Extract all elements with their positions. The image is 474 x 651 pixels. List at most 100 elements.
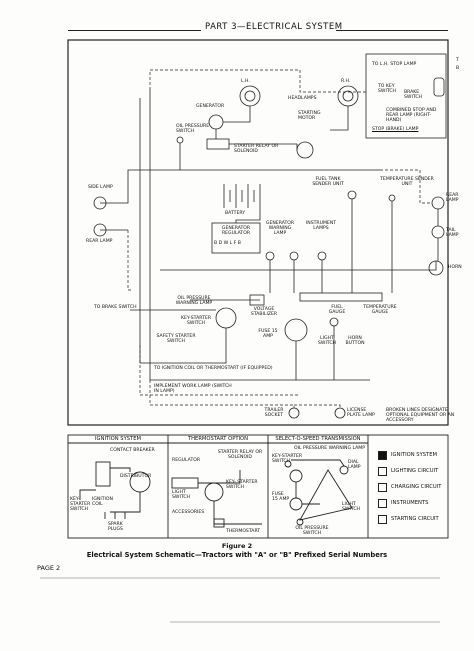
implement-work-lamp-label: IMPLEMENT WORK LAMP (SWITCH IN LAMP)	[154, 384, 232, 395]
rear-lamp-right-symbol	[431, 196, 445, 210]
starter-relay-symbol	[206, 138, 230, 150]
gauge-connector-bar	[299, 292, 383, 302]
schematic-border	[67, 39, 449, 426]
oil-pressure-switch-symbol	[176, 136, 184, 144]
legend-item-charging: CHARGING CIRCUIT	[391, 484, 442, 490]
rh-label: R.H.	[341, 79, 351, 84]
voltage-stabilizer-label: VOLTAGE STABILIZER	[250, 307, 278, 318]
key-starter-switch-symbol	[215, 307, 237, 329]
figure-caption: Electrical System Schematic—Tractors wit…	[86, 551, 388, 559]
contact-breaker-label: CONTACT BREAKER	[110, 448, 155, 453]
sos-dial-lamp-symbol	[339, 465, 349, 475]
thermostart-label: THERMOSTART	[226, 529, 261, 534]
generator-regulator-label: GENERATOR REGULATOR	[221, 226, 251, 237]
oil-pressure-switch-label: OIL PRESSURE SWITCH	[176, 124, 210, 135]
distributor-label: DISTRIBUTOR	[120, 474, 152, 479]
stop-brake-lamp-label: STOP (BRAKE) LAMP	[372, 127, 419, 132]
ignition-coil-symbol	[95, 461, 111, 487]
trailer-socket-label: TRAILER SOCKET	[264, 408, 284, 419]
to-lh-stop-lamp-label: TO L.H. STOP LAMP	[372, 62, 417, 67]
starting-motor-symbol	[296, 141, 314, 159]
legend-item-lighting: LIGHTING CIRCUIT	[391, 468, 439, 474]
legend-swatch-ignition	[378, 451, 387, 460]
sos-oil-pressure-switch-label: OIL PRESSURE SWITCH	[295, 526, 329, 537]
thermostart-light-switch-label: LIGHT SWITCH	[172, 490, 191, 501]
thermostart-regulator-label: REGULATOR	[172, 458, 201, 463]
legend-swatch-lighting	[378, 467, 387, 476]
rh-headlamp-symbol	[337, 85, 359, 107]
thermostart-regulator-symbol	[171, 477, 199, 489]
legend-swatch-charging	[378, 483, 387, 492]
accessories-label: ACCESSORIES	[172, 510, 205, 515]
ignition-key-starter-label: KEY- STARTER SWITCH	[70, 497, 91, 513]
legend-item-starting: STARTING CIRCUIT	[391, 516, 439, 522]
stop-lamp-symbol	[433, 77, 445, 97]
legend-swatch-instruments	[378, 499, 387, 508]
horn-button-label: HORN BUTTON	[345, 336, 365, 347]
legend-item-ignition: IGNITION SYSTEM	[391, 452, 437, 458]
fuel-tank-sender-symbol	[347, 190, 357, 200]
light-switch-label: LIGHT SWITCH	[317, 336, 336, 347]
sos-oil-warning-label: OIL PRESSURE WARNING LAMP	[294, 446, 366, 451]
light-switch-symbol	[284, 318, 308, 342]
license-plate-lamp-symbol	[334, 407, 346, 419]
sos-light-switch-symbol	[289, 497, 303, 511]
legend-item-instruments: INSTRUMENTS	[391, 500, 429, 506]
thermostart-key-switch-label: KEY- STARTER SWITCH	[226, 480, 258, 491]
sos-key-switch-symbol	[289, 469, 303, 483]
gen-warning-lamp-label: GENERATOR WARNING LAMP	[265, 221, 295, 237]
rear-lamp-right-label: REAR LAMP	[446, 193, 459, 204]
fuel-gauge-label: FUEL GAUGE	[328, 305, 346, 316]
license-plate-lamp-label: LICENSE PLATE LAMP	[347, 408, 375, 419]
brake-switch-label: BRAKE SWITCH	[404, 90, 423, 101]
to-key-switch-label: TO KEY SWITCH	[378, 84, 397, 95]
page-number: PAGE 2	[37, 564, 61, 572]
spark-plugs-label: SPARK PLUGS	[108, 522, 123, 533]
inset-panel-frame	[67, 434, 449, 539]
combined-stop-label: COMBINED STOP AND REAR LAMP (RIGHT-HAND)	[386, 108, 437, 124]
starter-relay-label: STARTER RELAY OR SOLENOID	[234, 144, 279, 155]
corner-b-label: B	[456, 66, 460, 71]
sos-dial-lamp-label: DIAL LAMP	[348, 460, 361, 471]
temp-sender-symbol	[388, 194, 396, 202]
temp-sender-label: TEMPERATURE SENDER UNIT	[380, 177, 434, 188]
lh-label: L.H.	[241, 79, 250, 84]
ignition-inset-title: IGNITION SYSTEM	[95, 436, 141, 442]
temperature-gauge-label: TEMPERATURE GAUGE	[363, 305, 397, 316]
regulator-terminals-label: B D W L F B	[214, 241, 241, 246]
lh-headlamp-symbol	[239, 85, 261, 107]
sos-warning-lamp-symbol	[284, 460, 292, 468]
legend-swatch-starting	[378, 515, 387, 524]
tail-lamp-symbol	[431, 225, 445, 239]
battery-label: BATTERY	[225, 211, 246, 216]
broken-lines-note: BROKEN LINES DESIGNATE OPTIONAL EQUIPMEN…	[386, 408, 455, 424]
safety-starter-switch-label: SAFETY STARTER SWITCH	[156, 334, 196, 345]
thermostart-inset-title: THERMOSTART OPTION	[187, 436, 249, 442]
figure-number: Figure 2	[221, 542, 253, 550]
battery-symbol	[223, 184, 261, 208]
ignition-coil-label: IGNITION COIL	[92, 497, 113, 508]
side-lamp-label: SIDE LAMP	[88, 185, 113, 190]
fuse-label: FUSE 15 AMP	[258, 329, 278, 340]
instrument-lamps-label: INSTRUMENT LAMPS	[305, 221, 337, 232]
tail-lamp-label: TAIL LAMP	[446, 228, 459, 239]
sos-oil-pressure-switch-symbol	[296, 518, 304, 526]
header-rule-right	[336, 30, 448, 31]
sos-inset-title: SELECT-O-SPEED TRANSMISSION	[275, 436, 361, 442]
corner-t-label: T	[456, 58, 459, 63]
thermostart-key-switch-symbol	[204, 482, 224, 502]
horn-button-symbol	[329, 317, 339, 327]
gen-warning-lamp-symbol	[265, 251, 275, 261]
to-ignition-coil-label: TO IGNITION COIL OR THERMOSTART (IF EQUI…	[154, 366, 273, 371]
thermostart-relay-label: STARTER RELAY OR SOLENOID	[217, 450, 263, 461]
sos-key-switch-label: KEY-STARTER SWITCH	[272, 454, 303, 465]
to-brake-switch-label: TO BRAKE SWITCH	[94, 305, 137, 310]
page-header-title: PART 3—ELECTRICAL SYSTEM	[205, 22, 343, 32]
fuel-tank-sender-label: FUEL TANK SENDER UNIT	[312, 177, 344, 188]
rear-lamp-left-label: REAR LAMP	[86, 239, 113, 244]
header-rule-left	[68, 30, 201, 31]
horn-label: HORN	[448, 265, 462, 270]
key-starter-switch-label: KEY-STARTER SWITCH	[180, 316, 212, 327]
trailer-socket-symbol	[288, 407, 300, 419]
